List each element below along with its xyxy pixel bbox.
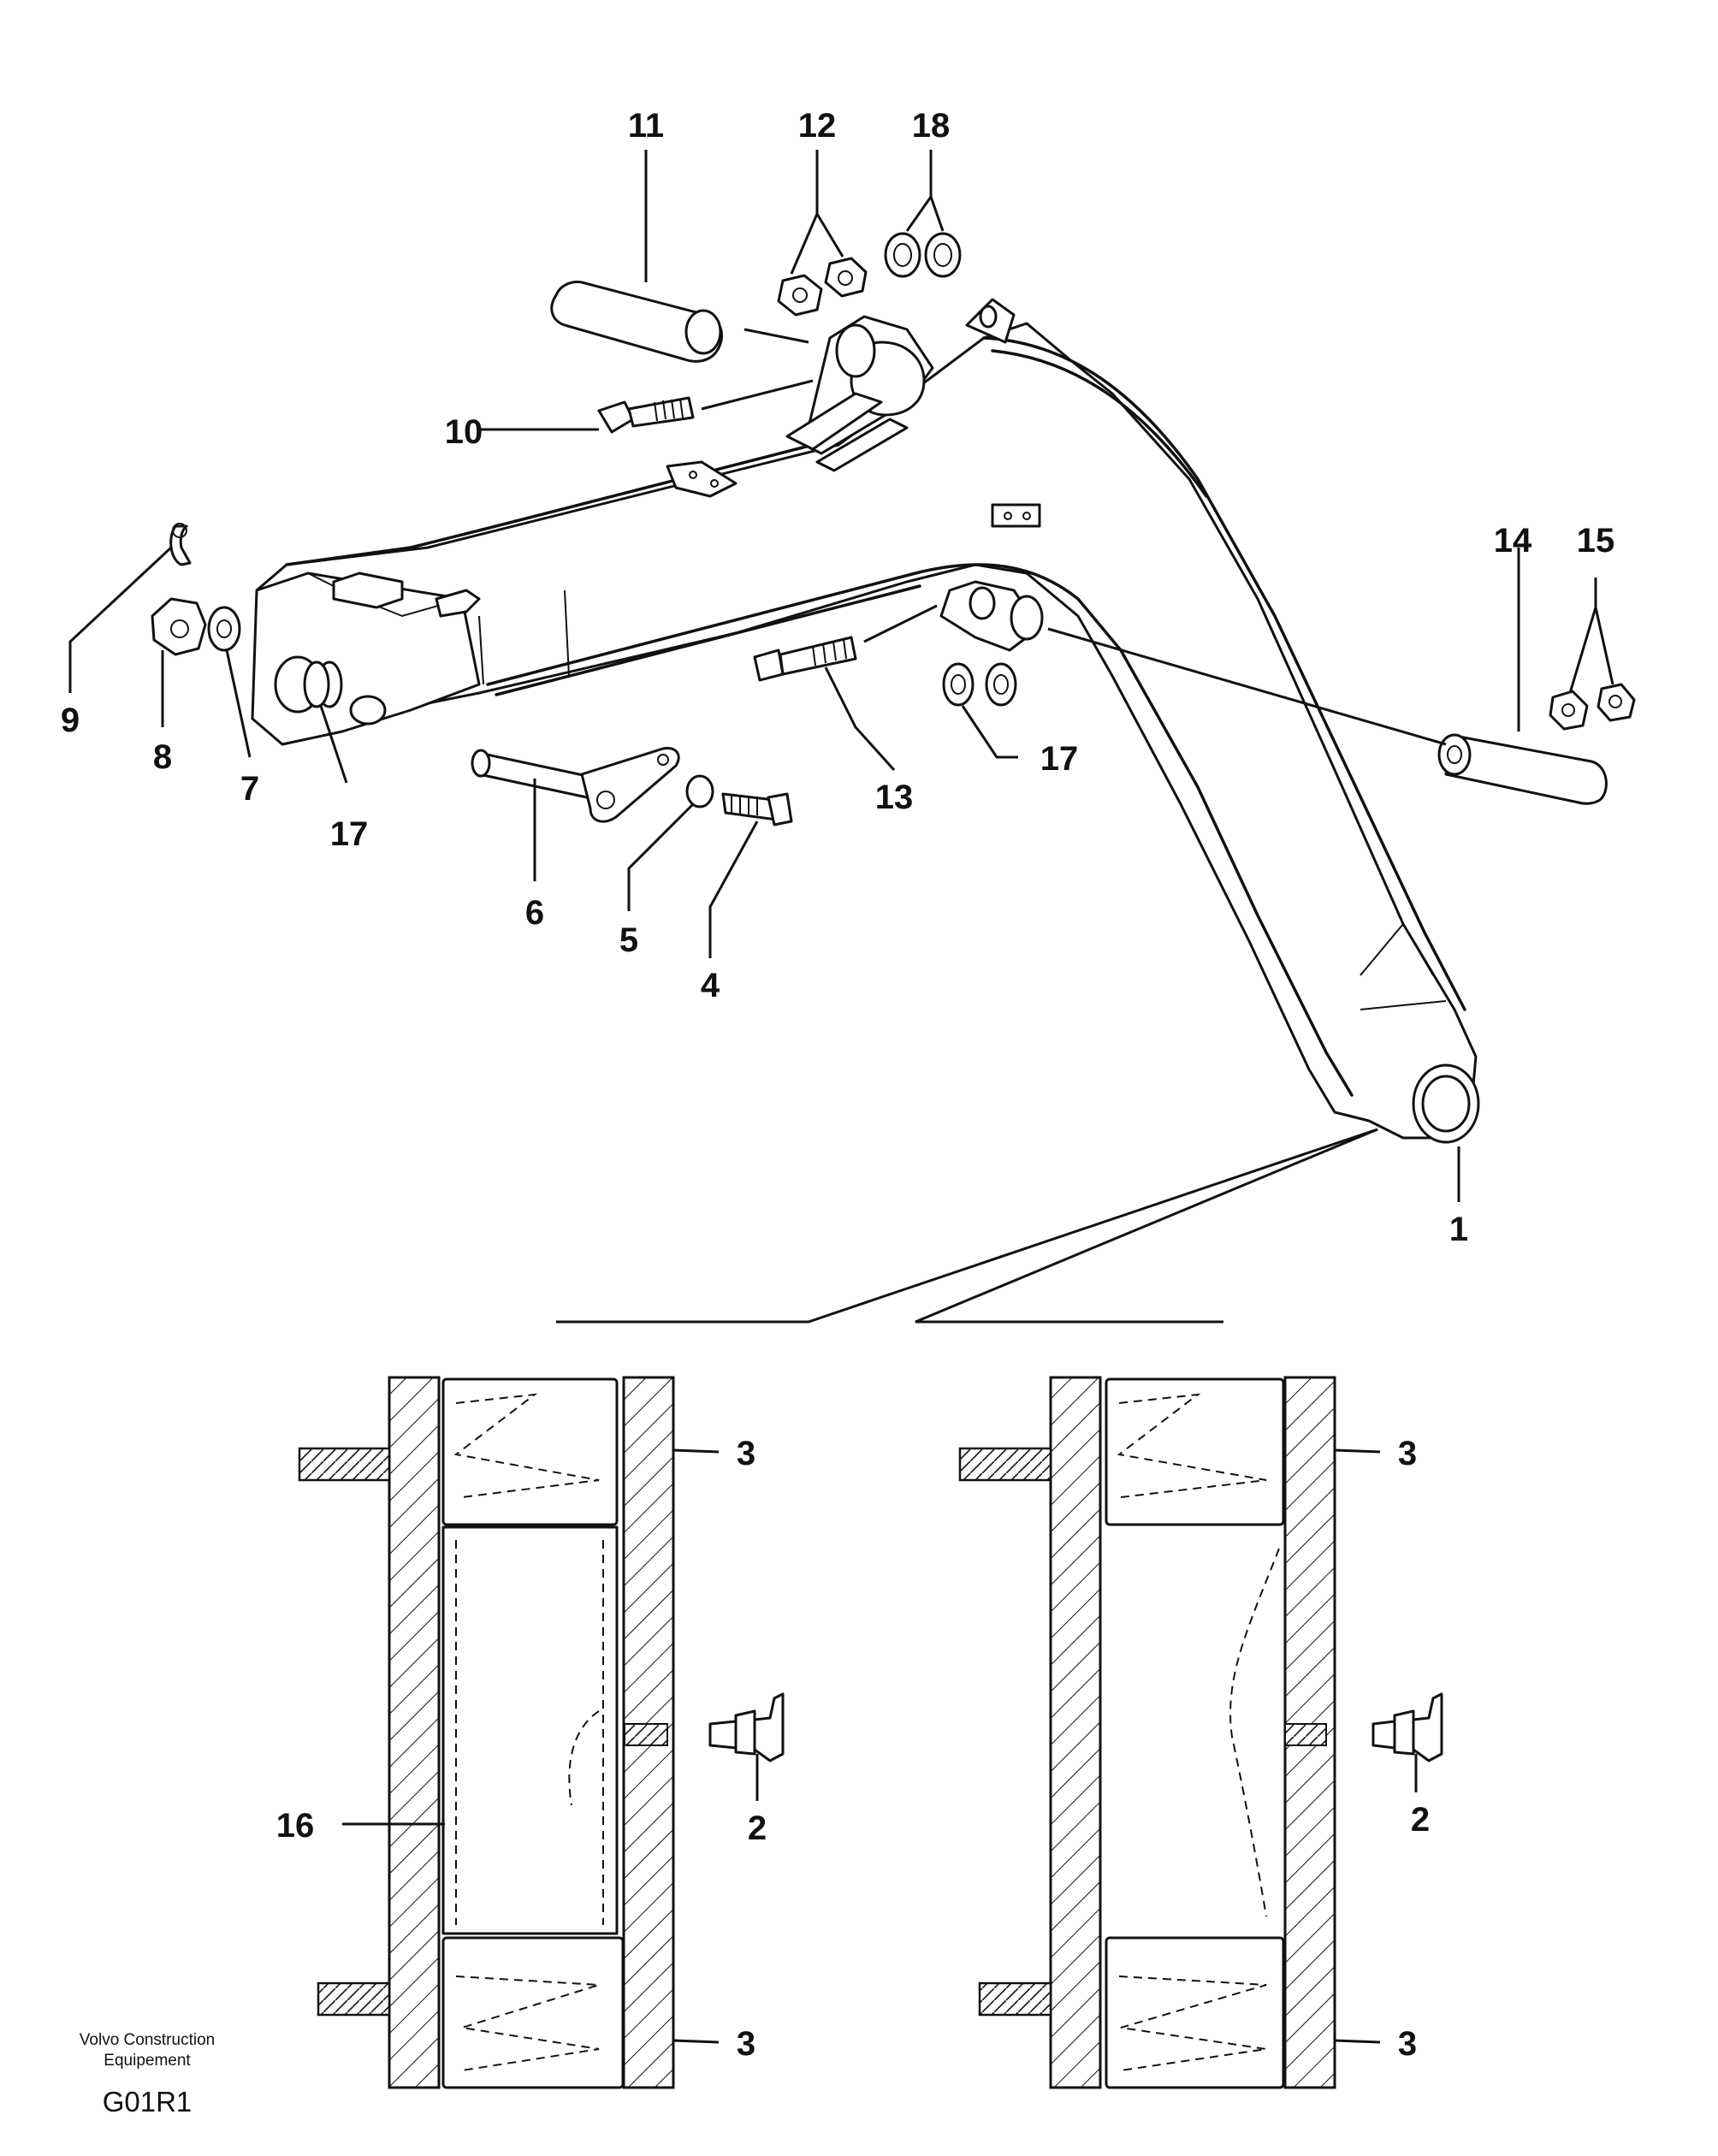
callout-8: 8 [153, 738, 172, 776]
brand-line-2: Equipement [104, 2052, 191, 2070]
callout-2-right: 2 [1411, 1801, 1430, 1839]
callout-18: 18 [912, 107, 951, 145]
callout-2-left: 2 [748, 1810, 767, 1847]
callout-3-left-bottom: 3 [737, 2025, 755, 2063]
callout-16: 16 [276, 1807, 315, 1845]
split-pin-9 [169, 523, 192, 566]
callout-14: 14 [1494, 522, 1532, 560]
section-view-right [958, 1376, 1443, 2089]
nuts-15 [1549, 683, 1636, 731]
bolt-13 [753, 604, 938, 682]
bolt-10 [597, 379, 814, 434]
brand-line-1: Volvo Construction [80, 2031, 215, 2049]
callout-9: 9 [61, 702, 80, 739]
leader-lines [68, 150, 1614, 1202]
bolt-4 [721, 792, 793, 826]
washer-7 [207, 606, 241, 652]
section-view-left [298, 1376, 785, 2089]
callout-12: 12 [798, 107, 837, 145]
nuts-12 [777, 257, 868, 317]
drawing-code: G01R1 [103, 2086, 193, 2118]
callout-6: 6 [525, 894, 544, 932]
callout-15: 15 [1577, 522, 1615, 560]
washers-18 [884, 232, 962, 278]
callout-5: 5 [619, 921, 638, 959]
nut-8 [151, 597, 207, 656]
pin-6 [471, 746, 680, 823]
callout-7: 7 [240, 770, 259, 808]
section-reference-lines [556, 1128, 1378, 1324]
boom [251, 298, 1480, 1144]
washer-5 [685, 774, 714, 808]
callout-3-right-top: 3 [1398, 1435, 1417, 1472]
callout-3-left-top: 3 [737, 1435, 755, 1472]
footer: Volvo Construction Equipement G01R1 [80, 2031, 215, 2118]
callout-3-right-bottom: 3 [1398, 2025, 1417, 2063]
callout-10: 10 [445, 413, 483, 451]
pin-14 [1047, 627, 1608, 805]
callout-13: 13 [875, 779, 914, 816]
callout-17-front: 17 [330, 815, 369, 853]
callout-4: 4 [701, 967, 720, 1004]
callout-11: 11 [628, 107, 664, 145]
spacer-17-front [303, 660, 343, 708]
callout-labels: 11 12 18 10 14 15 9 8 7 17 17 13 6 5 4 1… [61, 107, 1614, 2063]
callout-17-rear: 17 [1040, 740, 1079, 778]
callout-1: 1 [1449, 1211, 1468, 1248]
pin-11 [550, 281, 809, 363]
spacers-17-rear [942, 662, 1017, 707]
